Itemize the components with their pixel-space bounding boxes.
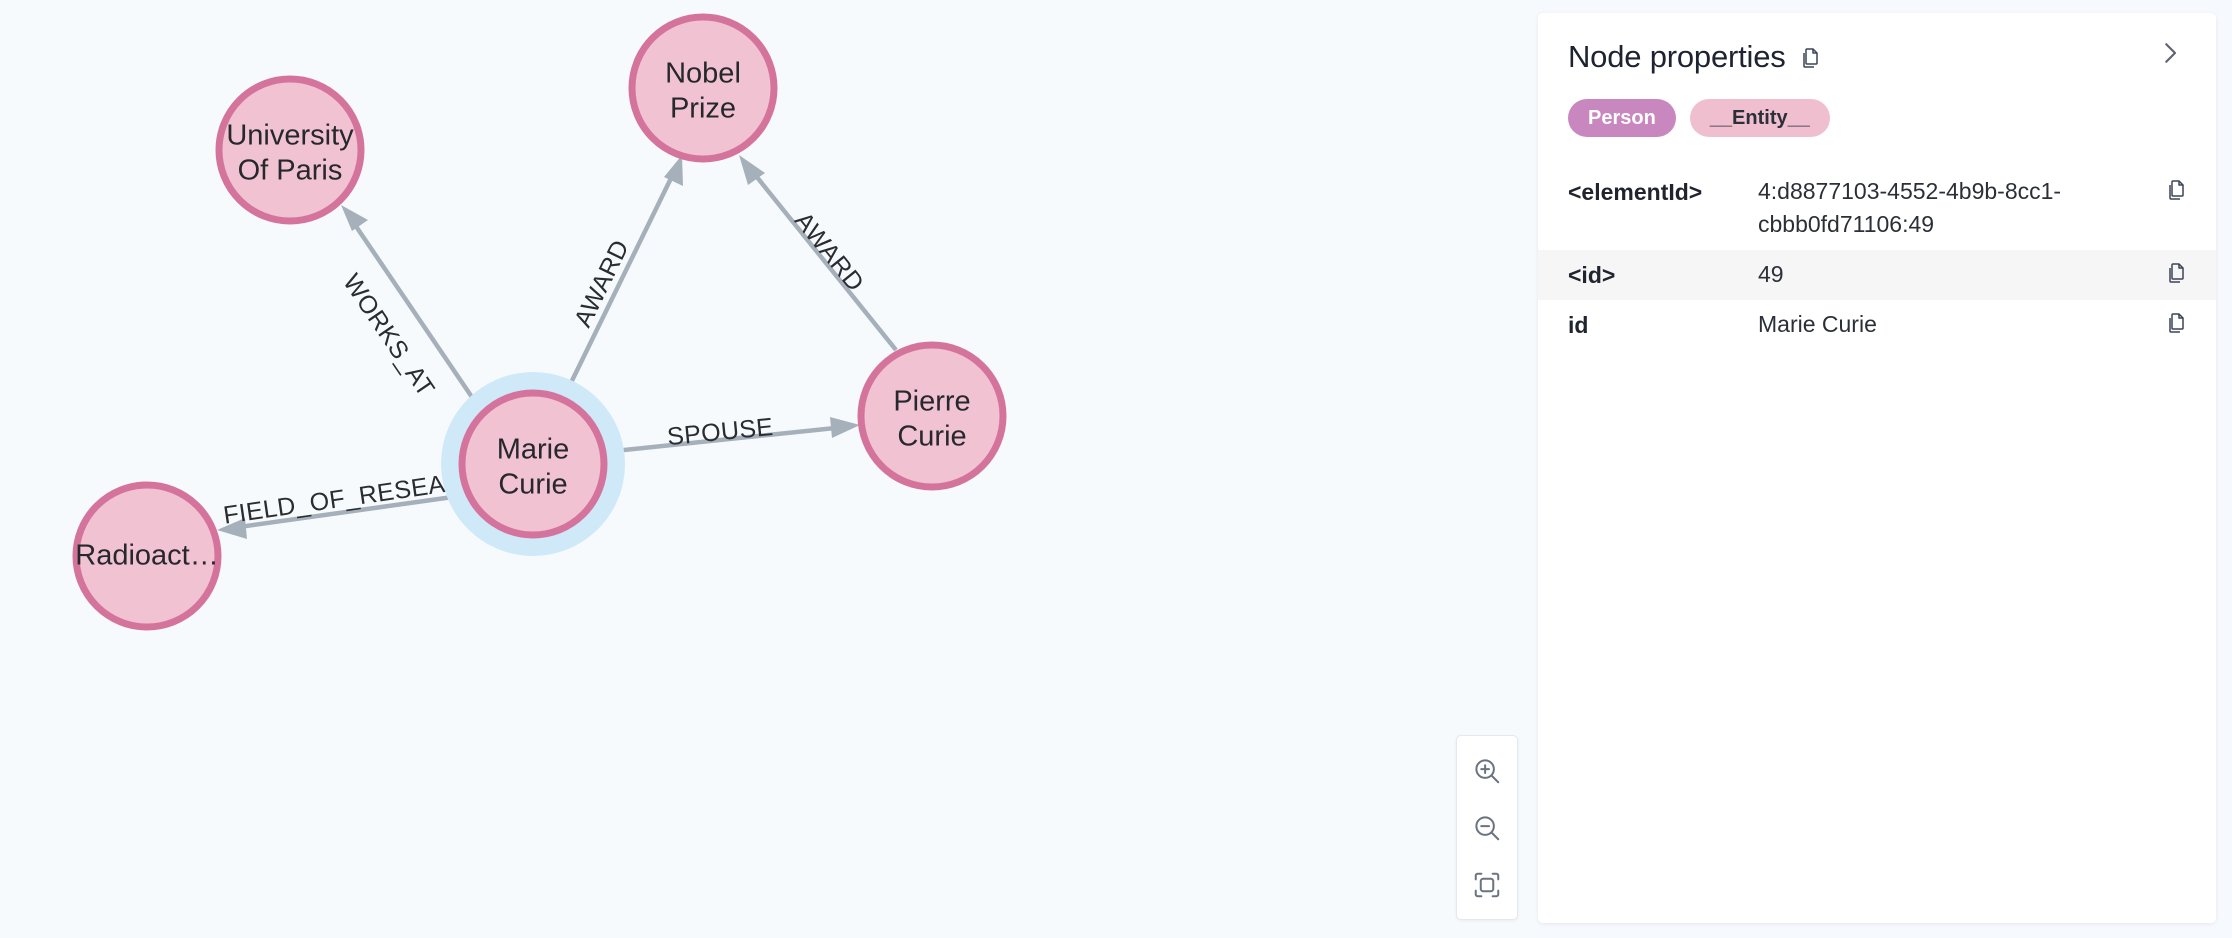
- copy-property-button[interactable]: [2160, 258, 2192, 285]
- edge-label-field-of-research: FIELD_OF_RESEA…: [222, 466, 473, 529]
- node-label-chip-person[interactable]: Person: [1568, 99, 1676, 137]
- property-value: 49: [1758, 260, 1784, 287]
- node-radioactivity[interactable]: Radioact…: [72, 481, 222, 631]
- copy-all-properties-button[interactable]: [1798, 46, 1822, 70]
- table-row: <id> 49: [1538, 249, 2216, 301]
- fit-to-view-icon: [1474, 872, 1500, 897]
- edge-label-award-pierre: AWARD: [789, 207, 869, 297]
- node-pierre-curie[interactable]: Pierre Curie: [857, 341, 1007, 491]
- zoom-controls: [1456, 735, 1518, 920]
- panel-header: Node properties: [1538, 13, 2216, 74]
- edge-field-of-research[interactable]: [217, 492, 468, 539]
- node-university-of-paris[interactable]: University Of Paris: [215, 75, 365, 225]
- property-key: id: [1568, 312, 1589, 339]
- edge-works-at[interactable]: [341, 205, 480, 408]
- node-labels-list: Person __Entity__: [1538, 71, 2216, 137]
- property-key: <id>: [1568, 261, 1616, 288]
- graph-svg[interactable]: WORKS_AT AWARD AWARD SPOUSE FIELD_OF_RES…: [0, 0, 1538, 938]
- zoom-in-button[interactable]: [1464, 748, 1510, 794]
- table-row: <elementId> 4:d8877103-4552-4b9b-8cc1-cb…: [1538, 167, 2216, 250]
- copy-icon: [2169, 313, 2184, 333]
- copy-icon: [2169, 180, 2184, 200]
- page-title: Node properties: [1568, 38, 1786, 74]
- chevron-right-icon: [2165, 43, 2177, 63]
- edge-spouse[interactable]: [604, 417, 860, 455]
- copy-property-button[interactable]: [2160, 175, 2192, 202]
- copy-icon: [2169, 262, 2184, 283]
- node-label-chip-entity[interactable]: __Entity__: [1689, 99, 1830, 137]
- properties-table: <elementId> 4:d8877103-4552-4b9b-8cc1-cb…: [1538, 167, 2216, 350]
- property-key: <elementId>: [1568, 179, 1703, 205]
- property-value: 4:d8877103-4552-4b9b-8cc1-cbbb0fd71106:4…: [1758, 178, 2062, 238]
- table-row: id Marie Curie: [1538, 300, 2216, 350]
- edge-award-pierre[interactable]: [739, 155, 898, 352]
- zoom-out-icon: [1475, 815, 1500, 840]
- edge-award-marie[interactable]: [562, 155, 683, 396]
- collapse-panel-button[interactable]: [2148, 31, 2192, 75]
- edge-label-spouse: SPOUSE: [666, 413, 775, 451]
- node-marie-curie[interactable]: Marie Curie: [441, 372, 625, 556]
- node-properties-panel: Node properties Person __Entity__ <eleme: [1538, 13, 2216, 923]
- edge-label-works-at: WORKS_AT: [337, 269, 440, 402]
- copy-icon: [1802, 48, 1818, 68]
- zoom-out-button[interactable]: [1464, 805, 1510, 851]
- property-value: Marie Curie: [1758, 311, 1877, 338]
- node-nobel-prize[interactable]: Nobel Prize: [628, 13, 778, 163]
- graph-canvas[interactable]: WORKS_AT AWARD AWARD SPOUSE FIELD_OF_RES…: [0, 0, 1538, 938]
- zoom-in-icon: [1475, 758, 1500, 783]
- fit-to-view-button[interactable]: [1464, 862, 1510, 908]
- copy-property-button[interactable]: [2160, 308, 2192, 335]
